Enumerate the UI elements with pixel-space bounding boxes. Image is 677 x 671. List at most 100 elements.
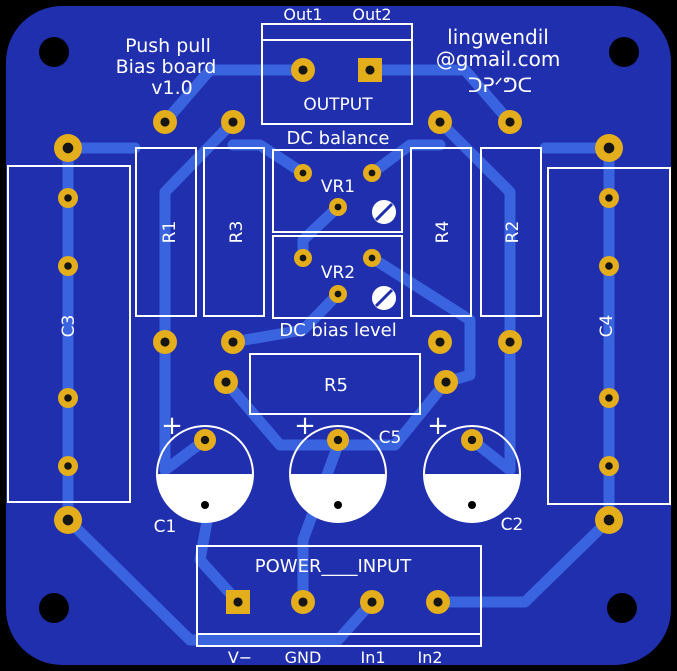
trace-vr1-right [366,139,446,179]
pad-c3-3-drill [64,262,72,270]
vr1-outline [272,149,403,233]
trace-r4-vr1 [434,116,516,348]
trace-out1-loop [159,64,306,128]
mounting-holes [39,37,639,623]
label-output: OUTPUT [303,95,373,115]
pad-gnd-drill [298,597,308,607]
pad-r4-top-drill [435,117,445,127]
label-c2: C2 [501,515,524,535]
pad-vminus-drill [233,597,243,607]
r3-outline [203,147,265,317]
trace-c2-r2 [466,336,516,476]
r4-outline [410,147,472,317]
pad-r3-top-drill [228,117,238,127]
pad-in2-drill [433,597,443,607]
pad-vr1-wiper-drill [334,203,342,211]
label-r5: R5 [324,375,348,396]
trace-out2-loop [364,64,516,128]
c4-outline [547,167,671,505]
label-v-minus: V− [228,648,252,667]
c2-negative-drill [468,501,476,509]
label-in2: In2 [417,648,442,667]
title-line-2: Bias board [116,56,217,78]
r5-outline [249,353,421,415]
pad-c3-top-drill [62,142,74,154]
pad-out2-drill [365,65,375,75]
c1-negative-drill [201,501,209,509]
c2-plus: + [427,411,449,441]
pad-c4-3-drill [605,262,613,270]
pad-c3-2-drill [64,194,72,202]
c5-body [289,425,387,523]
label-vr2: VR2 [321,263,355,283]
c3-outline [7,165,131,503]
title-line-1: Push pull [125,35,211,57]
mounting-hole-top-left [39,37,69,67]
pad-vr1-right-drill [368,169,376,177]
pad-c2-plus-drill [467,435,477,445]
pad-c3-4-drill [64,394,72,402]
label-in1: In1 [360,648,385,667]
label-c5: C5 [379,428,402,448]
label-out2: Out2 [352,5,391,24]
trace-c1-r1 [159,336,211,476]
trace-vminus [194,499,244,608]
mounting-hole-bottom-left [39,593,69,623]
label-dc-balance: DC balance [286,128,389,149]
author-line-1: lingwendil [447,25,549,49]
pad-r5-left-drill [221,377,231,387]
pad-r1-bottom-drill [160,337,170,347]
trace-right-bottom [432,514,615,608]
c5-negative-drill [334,501,342,509]
mounting-hole-bottom-right [607,593,637,623]
output-connector-outline [261,23,413,125]
trace-r3-vr1 [159,116,239,348]
pad-c4-bottom-drill [603,514,615,526]
pad-r1-top-drill [160,117,170,127]
trimmer-screw-icon [370,198,398,312]
label-c3: C3 [59,315,79,338]
trace-left-bottom [62,514,378,646]
pad-vr2-right-drill [368,254,376,262]
trace-vr2-right [366,252,476,388]
label-dc-bias-level: DC bias level [279,320,397,341]
label-gnd: GND [285,648,322,667]
label-r1: R1 [160,221,180,244]
trace-r5-left [220,376,344,451]
label-c4: C4 [597,315,617,338]
pad-out1-drill [298,65,308,75]
pad-r3-bottom-drill [228,337,238,347]
label-r4: R4 [433,221,453,244]
c5-plus: + [294,411,316,441]
trace-r5-right [332,376,452,451]
pad-c1-plus-drill [200,435,210,445]
silkscreen-outlines [7,23,671,647]
pad-r2-top-drill [505,117,515,127]
label-r2: R2 [503,221,523,244]
power-connector-outline [196,545,482,647]
r1-outline [135,147,197,317]
label-vr1: VR1 [321,177,355,197]
label-power-input: POWER____INPUT [255,556,413,577]
r2-outline [480,147,542,317]
pad-r4-bottom-drill [435,337,445,347]
pad-vr2-wiper-drill [334,290,342,298]
c1-plus: + [161,411,183,441]
pad-vr1-left-drill [299,169,307,177]
author-line-2: @gmail.com [436,47,561,71]
label-r3: R3 [227,221,247,244]
pad-c4-5-drill [605,462,613,470]
pad-c5-plus-drill [333,435,343,445]
pad-c4-4-drill [605,394,613,402]
silkscreen-text: Push pull Bias board v1.0 lingwendil @gm… [59,5,617,667]
trace-vr2-wiper [227,288,344,348]
electrolytic-caps [156,425,521,523]
pad-vr2-left-drill [299,254,307,262]
title-line-3: v1.0 [151,77,192,99]
pad-c4-top-drill [603,142,615,154]
vr2-outline [272,235,403,319]
pad-c4-2-drill [605,194,613,202]
pad-in1-drill [367,597,377,607]
pads [54,58,623,614]
